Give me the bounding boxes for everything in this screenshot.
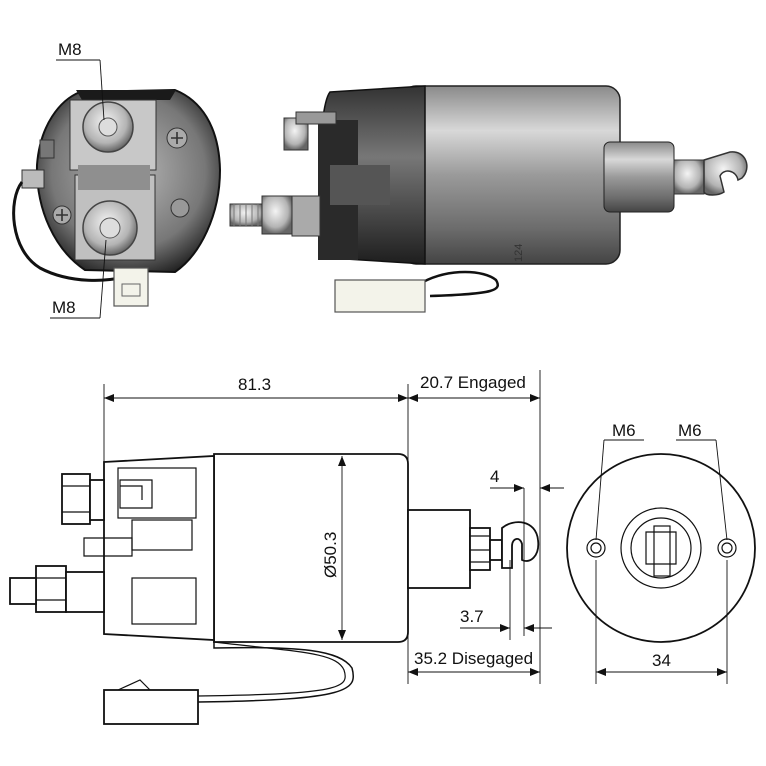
gap-4-label: 4 xyxy=(490,467,499,486)
side-view-drawing xyxy=(9,453,540,725)
drawing-plug xyxy=(103,689,199,725)
solenoid-can xyxy=(401,85,621,265)
drawing-can xyxy=(213,453,409,643)
hole-left-label: M6 xyxy=(612,421,636,440)
dimension-lines: 81.3 20.7 Engaged 4 3.7 35.2 Disegaged Ø… xyxy=(103,370,564,684)
plunger-hook xyxy=(703,151,748,196)
wire-terminal xyxy=(21,169,45,189)
diameter-label: Ø50.3 xyxy=(321,532,340,578)
side-view-photo: 124 xyxy=(229,85,748,313)
svg-text:124: 124 xyxy=(513,244,525,262)
connector-plug xyxy=(113,267,149,307)
threaded-stud xyxy=(229,203,265,227)
drawing-hook xyxy=(501,521,540,569)
front-flange xyxy=(566,453,756,643)
gap-3-7-label: 3.7 xyxy=(460,607,484,626)
wire xyxy=(12,181,127,282)
overall-length-label: 81.3 xyxy=(238,375,271,394)
engaged-label: 20.7 Engaged xyxy=(420,373,526,392)
end-view-photo: M8 M8 xyxy=(12,40,222,319)
connector-plug xyxy=(334,279,426,313)
front-view-drawing: M6 M6 34 xyxy=(566,421,756,684)
hole-spacing-label: 34 xyxy=(652,651,671,670)
plunger-nut xyxy=(673,159,705,195)
plunger-housing xyxy=(603,141,675,213)
hole-right-label: M6 xyxy=(678,421,702,440)
bottom-terminal-label: M8 xyxy=(52,298,76,317)
top-terminal-label: M8 xyxy=(58,40,82,59)
disengaged-label: 35.2 Disegaged xyxy=(414,649,533,668)
bottom-stud-nut xyxy=(261,195,293,235)
drawing-plunger xyxy=(407,509,471,589)
wire xyxy=(422,270,500,298)
drawing-bottom-stud xyxy=(35,565,67,613)
drawing-top-stud xyxy=(61,473,91,525)
